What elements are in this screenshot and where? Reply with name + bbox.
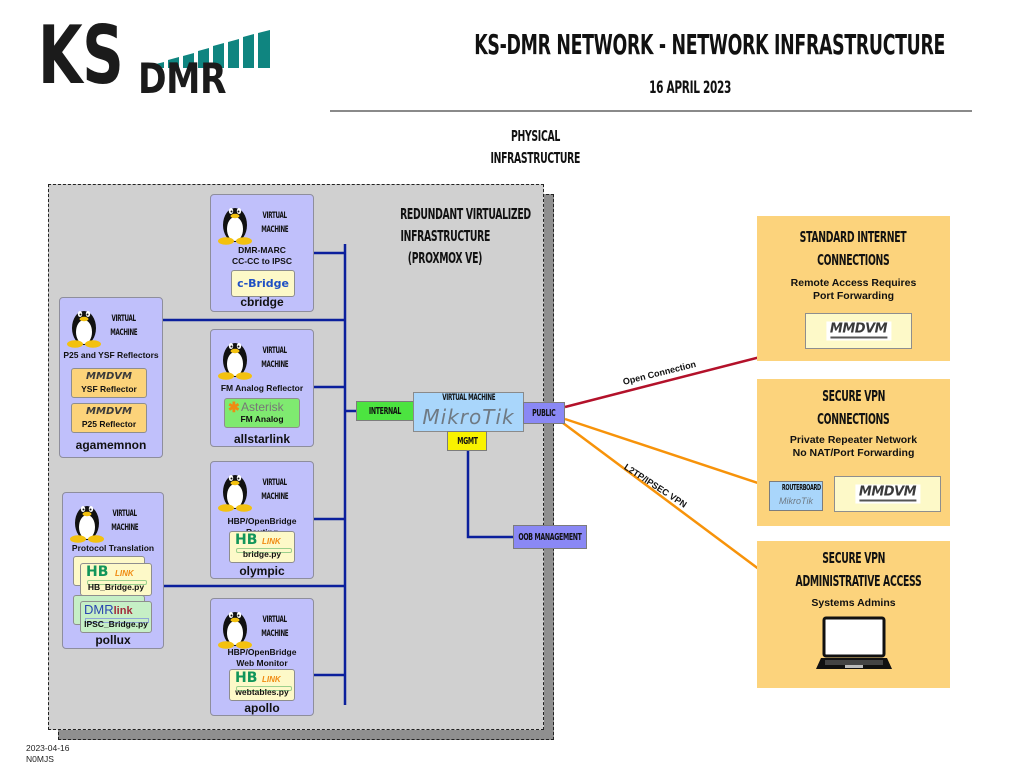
vm-hostname: agamemnon [75, 438, 147, 452]
internal-port[interactable]: INTERNAL [356, 401, 414, 421]
mmdvm-logo: MMDVM [854, 484, 921, 504]
badge-caption: P25 Reflector [81, 419, 137, 429]
cbridge-logo: c-Bridge [237, 277, 289, 290]
badge-caption: bridge.py [242, 549, 282, 559]
hblink-logo-sub: LINK [262, 675, 281, 684]
signal-bars-icon [152, 30, 270, 68]
badge-caption: YSF Reflector [81, 384, 137, 394]
cbridge-badge: c-Bridge [231, 270, 295, 297]
hblink-logo-sub: LINK [262, 537, 281, 546]
physical-infrastructure-label: PHYSICAL INFRASTRUCTURE [490, 127, 580, 167]
hblink-logo-sub: LINK [115, 569, 134, 578]
mmdvm-logo: MMDVM [825, 321, 892, 341]
dmrlink-logo: DMRlink [84, 602, 133, 617]
routerboard-device[interactable]: ROUTERBOARD MikroTik [769, 481, 823, 511]
footer-date: 2023-04-16 [26, 743, 70, 753]
logo-dmr-text: DMR [138, 54, 227, 103]
footer-author: N0MJS [26, 754, 54, 764]
footer: 2023-04-16 N0MJS [26, 743, 69, 765]
panel-subtitle: Private Repeater Network No NAT/Port For… [789, 434, 918, 459]
hblink-logo-bar [236, 548, 292, 553]
badge-caption: webtables.py [235, 687, 289, 697]
panel-subtitle: Remote Access Requires Port Forwarding [790, 277, 917, 302]
ysf-reflector-badge: MMDVM YSF Reflector [71, 368, 147, 398]
public-port[interactable]: PUBLIC [523, 402, 565, 424]
panel-title: STANDARD INTERNET CONNECTIONS [800, 228, 907, 269]
hblink-logo-main: HB [235, 670, 258, 686]
tux-penguin-icon [67, 311, 101, 348]
tux-penguin-icon [218, 475, 252, 512]
hb-bridge-badge: HB LINK HB_Bridge.py [80, 563, 152, 596]
panel-title: SECURE VPN CONNECTIONS [817, 387, 890, 428]
panel-subtitle: Systems Admins [811, 597, 896, 609]
hblink-badge: HB LINK bridge.py [229, 531, 295, 563]
mgmt-port[interactable]: MGMT [447, 431, 487, 451]
mmdvm-device[interactable]: MMDVM [834, 476, 941, 512]
logo-ks-text: KS [38, 9, 124, 102]
hblink-logo-main: HB [235, 532, 258, 548]
proxmox-label: REDUNDANT VIRTUALIZED INFRASTRUCTURE (PR… [400, 205, 531, 267]
mikrotik-logo: MikroTik [422, 405, 515, 429]
routerboard-label: ROUTERBOARD [781, 483, 821, 492]
hblink-badge: HB LINK webtables.py [229, 669, 295, 701]
vm-hostname: pollux [95, 633, 131, 647]
vm-hostname: allstarlink [233, 432, 291, 446]
vm-hostname: apollo [244, 701, 280, 715]
page-title: KS-DMR NETWORK - NETWORK INFRASTRUCTURE [474, 28, 946, 61]
page-date: 16 APRIL 2023 [649, 78, 731, 98]
standard-internet-panel: STANDARD INTERNET CONNECTIONS Remote Acc… [757, 216, 950, 361]
mmdvm-logo: MMDVM [86, 371, 132, 382]
vm-hostname: cbridge [240, 295, 284, 309]
hblink-logo-bar [87, 580, 147, 585]
asterisk-icon: ✱ [228, 399, 240, 415]
vm-description: FM Analog Reflector [220, 383, 304, 393]
laptop-icon[interactable] [815, 616, 893, 672]
badge-caption: FM Analog [240, 414, 284, 424]
tux-penguin-icon [218, 208, 252, 245]
dmrlink-logo-bar [85, 618, 149, 623]
tux-penguin-icon [218, 612, 252, 649]
hblink-logo-main: HB [86, 564, 109, 580]
hblink-logo-bar [236, 686, 292, 691]
asterisk-logo: Asterisk [241, 400, 284, 414]
mmdvm-logo: MMDVM [86, 406, 132, 417]
badge-caption: HB_Bridge.py [87, 582, 145, 592]
vm-description: Protocol Translation [71, 543, 155, 553]
p25-reflector-badge: MMDVM P25 Reflector [71, 403, 147, 433]
link-mgmt-oob [466, 450, 514, 539]
ipsc-bridge-badge: DMRlink IPSC_Bridge.py [80, 601, 152, 633]
mmdvm-device[interactable]: MMDVM [805, 313, 912, 349]
asterisk-badge: ✱ Asterisk FM Analog [224, 398, 300, 428]
vm-description: P25 and YSF Reflectors [63, 350, 159, 360]
mikrotik-router-vm[interactable]: VIRTUAL MACHINE MikroTik [413, 392, 524, 432]
tux-penguin-icon [218, 343, 252, 380]
oob-management-port[interactable]: OOB MANAGEMENT [513, 525, 587, 549]
router-vm-label: VIRTUAL MACHINE [442, 393, 495, 403]
mikrotik-logo: MikroTik [779, 496, 813, 506]
tux-penguin-icon [70, 506, 104, 543]
panel-title: SECURE VPN ADMINISTRATIVE ACCESS [795, 549, 922, 590]
badge-caption: IPSC_Bridge.py [84, 619, 148, 629]
admin-access-panel: SECURE VPN ADMINISTRATIVE ACCESS Systems… [757, 541, 950, 688]
ksdmr-logo: KS DMR [38, 13, 302, 103]
link-vpn-routerboard [564, 417, 771, 489]
header-divider [330, 110, 972, 112]
vm-hostname: olympic [239, 564, 285, 578]
